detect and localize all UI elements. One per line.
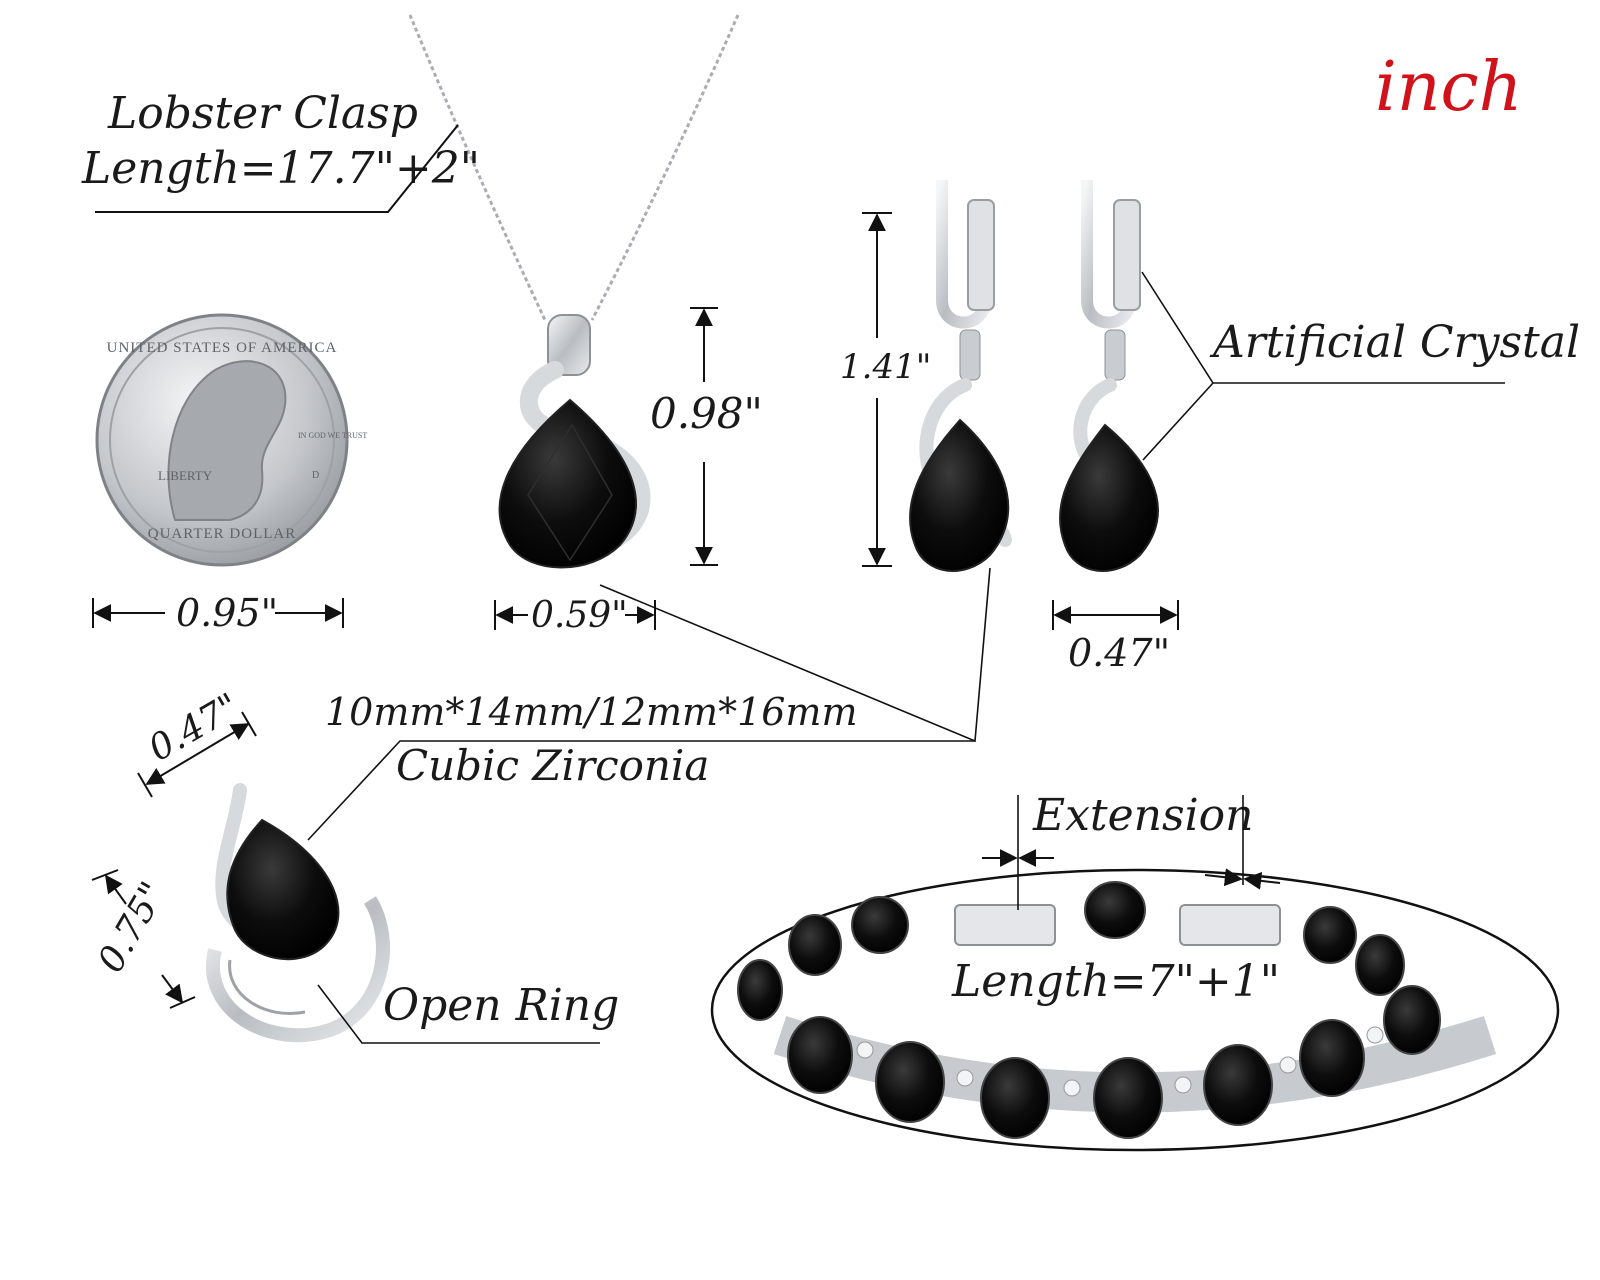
- earring-right: [1059, 180, 1159, 572]
- coin-diameter-dimension: 0.95": [92, 591, 344, 635]
- earring-right-gem: [1059, 423, 1159, 572]
- crystal-label: Artificial Crystal: [1209, 317, 1580, 368]
- necklace-chain-left: [408, 14, 547, 321]
- ring-height-dimension: 0.75": [90, 869, 196, 1009]
- necklace-chain-right: [590, 14, 740, 321]
- bracelet-back-links: [737, 881, 1405, 1021]
- bracelet: Length=7"+1": [710, 868, 1560, 1152]
- pendant-width-value: 0.59": [531, 595, 628, 636]
- clasp-callout: Lobster Clasp Length=17.7"+2": [81, 88, 480, 213]
- pendant-width-dimension: 0.59": [494, 595, 656, 636]
- chain-length: Length=17.7"+2": [81, 143, 480, 194]
- pendant-height-value: 0.98": [650, 389, 763, 438]
- extension-label: Extension: [1032, 790, 1253, 841]
- ring-gem: [226, 818, 340, 961]
- pendant-height-dimension: 0.98": [650, 307, 763, 566]
- pendant-bail: [547, 314, 591, 376]
- stone-type: Cubic Zirconia: [396, 741, 709, 790]
- clasp-title: Lobster Clasp: [107, 88, 418, 139]
- ring-style: Open Ring: [383, 980, 619, 1031]
- ring: [206, 783, 390, 1043]
- quarter-coin: UNITED STATES OF AMERICA LIBERTY IN GOD …: [95, 313, 367, 567]
- earring-height-value: 1.41": [840, 347, 931, 387]
- extension-callout: Extension: [982, 790, 1281, 910]
- bracelet-outline: [710, 868, 1560, 1152]
- zirconia-callout: 10mm*14mm/12mm*16mm Cubic Zirconia: [307, 567, 991, 841]
- clasp-leader-line: [95, 124, 459, 213]
- coin-motto: IN GOD WE TRUST: [298, 431, 367, 440]
- open-ring-callout: Open Ring: [317, 980, 619, 1044]
- earring-left-gem: [909, 418, 1010, 572]
- necklace: [408, 14, 740, 569]
- stone-size: 10mm*14mm/12mm*16mm: [325, 690, 857, 734]
- earring-height-dimension: 1.41": [840, 212, 931, 567]
- ring-height-value: 0.75": [90, 875, 174, 979]
- earring-width-value: 0.47": [1068, 631, 1170, 675]
- ring-band: [206, 896, 390, 1043]
- earring-width-dimension: 0.47": [1052, 600, 1179, 675]
- coin-diameter-value: 0.95": [176, 591, 278, 635]
- crystal-callout: Artificial Crystal: [1141, 271, 1580, 461]
- ring-width-dimension: 0.47": [137, 686, 257, 798]
- coin-mint: D: [312, 470, 319, 481]
- coin-top-text: UNITED STATES OF AMERICA: [107, 340, 338, 356]
- coin-portrait: [167, 360, 287, 521]
- earring-left: [909, 180, 1012, 572]
- ring-width-value: 0.47": [142, 686, 246, 770]
- bracelet-length: Length=7"+1": [951, 956, 1280, 1007]
- pendant-gem: [498, 398, 637, 569]
- unit-label: inch: [1375, 48, 1522, 127]
- coin-liberty: LIBERTY: [158, 468, 213, 483]
- coin-denomination: QUARTER DOLLAR: [148, 526, 297, 542]
- bracelet-front-links: [773, 985, 1497, 1139]
